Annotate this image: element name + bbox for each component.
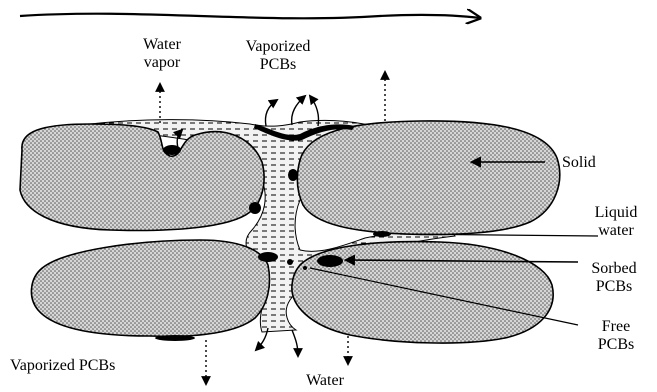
liquid-water-label: Liquid water [580,204,652,240]
sorbed-pcb-blob [373,231,391,237]
water-down-arrow [292,330,298,356]
vaporized-pcb-arrow [292,96,305,125]
vaporized-pcbs-bottom-label: Vaporized PCBs [10,357,115,375]
free-pcb-dot [303,266,307,270]
solid-label-text: Solid [562,154,596,171]
solid-particle-top-left [20,124,264,230]
sorbed-pcbs-label: Sorbed PCBs [578,260,650,296]
flow-direction-arrow [20,14,480,19]
vaporized-pcbs-top-line1: Vaporized [246,38,311,55]
vaporized-pcb-arrow [265,100,277,126]
sorbed-pcb-blob [317,255,343,267]
free-pcb-dot [287,259,293,265]
solid-label: Solid [562,154,596,172]
solid-particle-bottom-left [31,240,269,336]
solid-particle-top-right [297,121,559,235]
water-vapor-label-line2: vapor [144,54,180,71]
water-vapor-label-line1: Water [143,36,181,53]
free-pcbs-line1: Free [602,318,630,335]
vaporized-pcbs-top-line2: PCBs [260,56,296,73]
sorbed-pcbs-line1: Sorbed [591,260,636,277]
sorbed-pcb-blob [288,169,298,181]
liquid-water-line1: Liquid [595,204,638,221]
water-vapor-label: Water vapor [128,36,196,72]
water-bottom-label: Water [290,372,360,390]
sorbed-pcb-blob [258,252,278,262]
free-pcbs-line2: PCBs [598,336,634,353]
sorbed-pcb-blob [155,335,195,341]
vaporized-pcbs-bottom-text: Vaporized PCBs [10,357,115,374]
sorbed-pcbs-line2: PCBs [596,278,632,295]
water-bottom-text: Water [306,372,344,389]
liquid-water-line2: water [598,222,634,239]
sorbed-pcb-blob [249,202,261,214]
free-pcbs-label: Free PCBs [582,318,650,354]
vaporized-pcbs-top-label: Vaporized PCBs [222,38,334,74]
